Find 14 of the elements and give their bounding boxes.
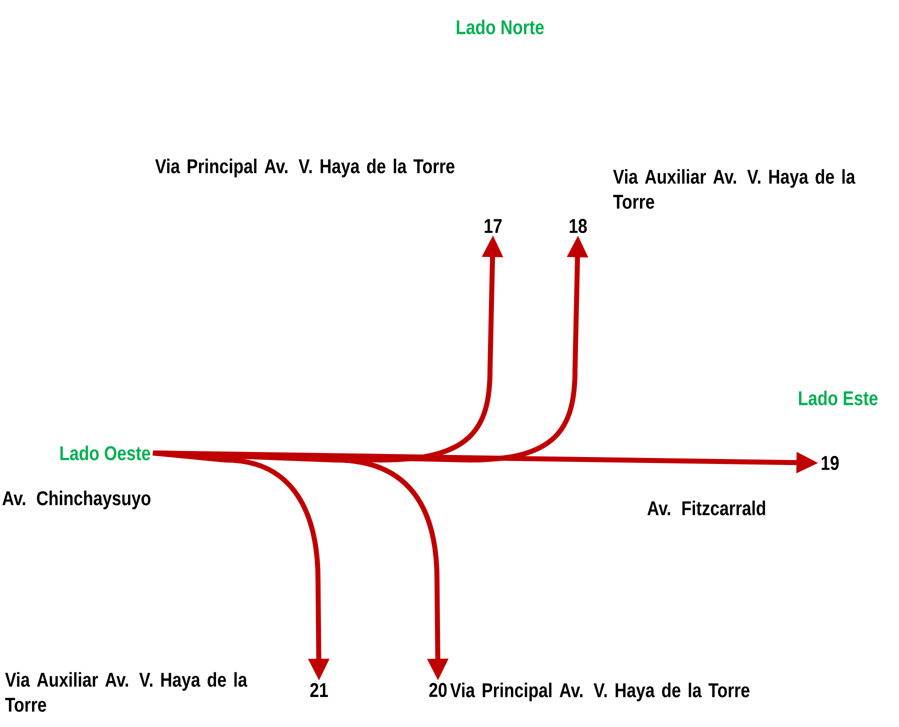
street-name: Av. Fitzcarrald: [647, 500, 766, 516]
route-number: 21: [310, 683, 328, 697]
street-name: Via Principal Av. V. Haya de la Torre: [450, 682, 750, 702]
street-name: Via Auxiliar Av. V. Haya de la Torre: [613, 169, 856, 209]
street-name: Via Principal Av. V. Haya de la Torre: [155, 158, 454, 178]
side-label: Lado Este: [799, 390, 878, 406]
side-label: Lado Norte: [456, 20, 544, 34]
side-label: Lado Oeste: [60, 446, 150, 460]
route-number: 19: [822, 456, 839, 470]
street-name: Av. Chinchaysuyo: [2, 490, 150, 510]
route-number: 20: [429, 682, 447, 698]
route-number: 18: [570, 218, 587, 234]
street-name: Via Auxiliar Av. V. Haya de la Torre: [5, 672, 248, 712]
route-number: 17: [484, 219, 502, 233]
